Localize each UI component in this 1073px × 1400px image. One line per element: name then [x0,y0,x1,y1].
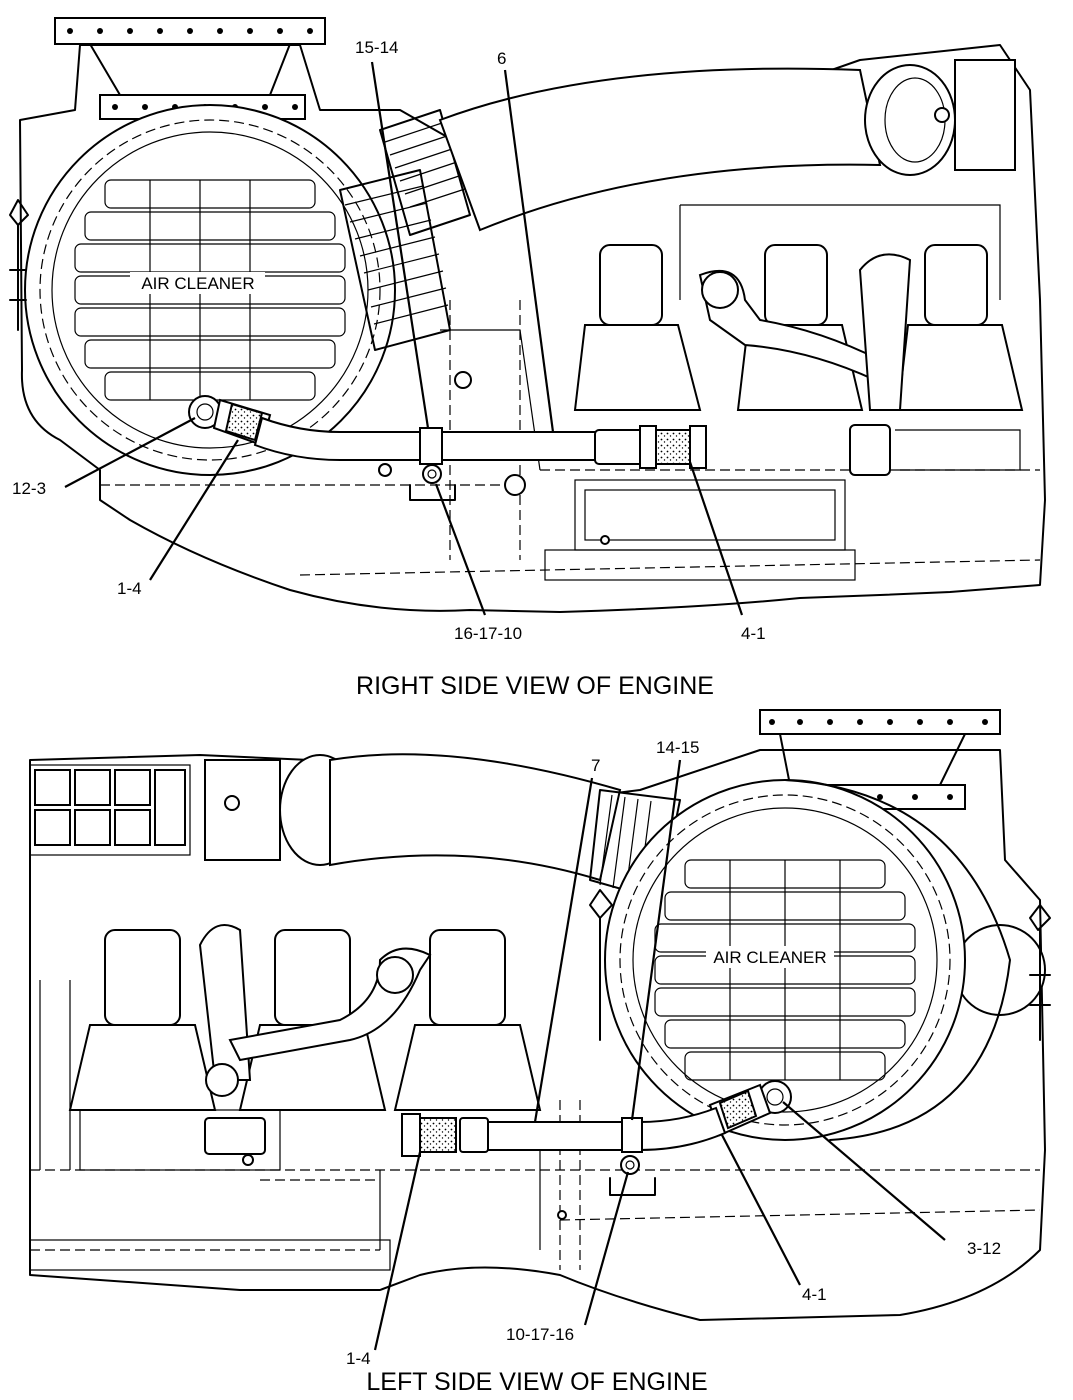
callout-15-14: 15-14 [355,38,398,57]
leaders-left [373,759,946,1351]
callout-3-12: 3-12 [967,1239,1001,1258]
callout-4-1: 4-1 [802,1285,827,1304]
left-view-caption: LEFT SIDE VIEW OF ENGINE [366,1368,707,1396]
intake-pipe-left [204,753,681,901]
engine-outline-right [19,44,1046,613]
callout-14-15: 14-15 [656,738,699,757]
radiator-grille-left [29,764,191,856]
callout-16-17-10: 16-17-10 [454,624,522,643]
engine-block-left [29,980,581,1271]
right-view-caption: RIGHT SIDE VIEW OF ENGINE [356,672,714,700]
turbochargers-left [68,924,542,1111]
crossover-tube-right [188,395,1021,501]
callout-4-1: 4-1 [741,624,766,643]
air-cleaner-label: AIR CLEANER [141,274,254,293]
callout-6: 6 [497,49,506,68]
leaders-right [64,61,744,616]
air-cleaner-label: AIR CLEANER [713,948,826,967]
callout-12-3: 12-3 [12,479,46,498]
engine-block-right [378,204,1001,581]
turbochargers-right [573,244,1024,411]
crossover-tube-left [204,1080,792,1196]
right-side-view: AIR CLEANER [9,17,1046,700]
callout-1-4: 1-4 [117,579,142,598]
exhaust-flange-right [54,17,326,120]
air-cleaner-left: AIR CLEANER [589,779,1051,1141]
engine-outline-left [29,749,1046,1321]
callout-1-4: 1-4 [346,1349,371,1368]
left-side-view: AIR CLEANER [29,709,1051,1396]
callout-10-17-16: 10-17-16 [506,1325,574,1344]
callout-7: 7 [591,756,600,775]
intake-pipe-right [379,59,1016,236]
air-cleaner-right: AIR CLEANER [9,104,396,476]
